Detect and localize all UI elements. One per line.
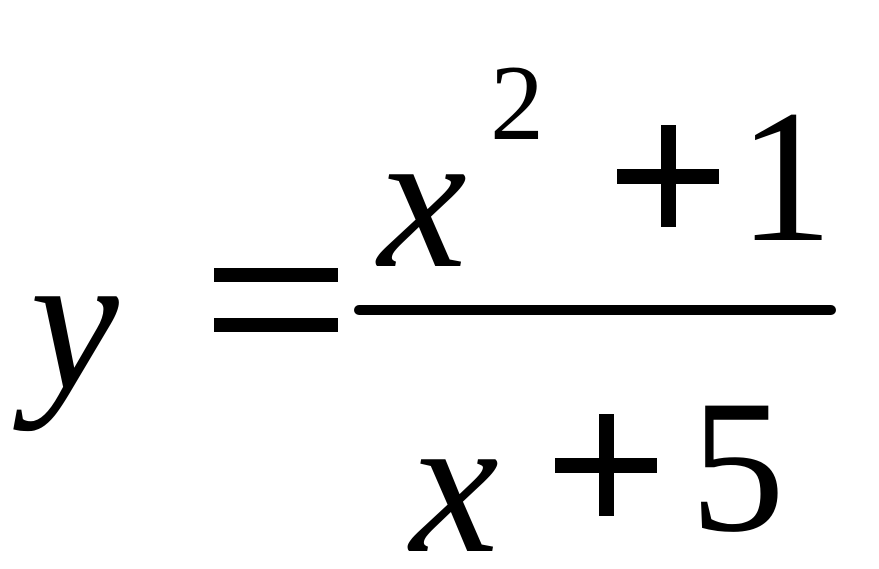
numerator-constant: 1	[738, 72, 833, 282]
numerator-variable: x	[378, 89, 467, 310]
numerator-plus-sign	[617, 125, 719, 227]
denominator-constant: 5	[690, 362, 785, 569]
equals-bar-bottom	[214, 318, 338, 332]
fraction-bar	[354, 305, 836, 315]
equals-sign	[214, 268, 338, 334]
denominator-plus-sign	[555, 414, 657, 516]
equals-bar-top	[214, 268, 338, 282]
lhs-variable: y	[30, 211, 119, 432]
numerator-exponent: 2	[490, 44, 544, 163]
denominator-variable: x	[410, 374, 499, 569]
